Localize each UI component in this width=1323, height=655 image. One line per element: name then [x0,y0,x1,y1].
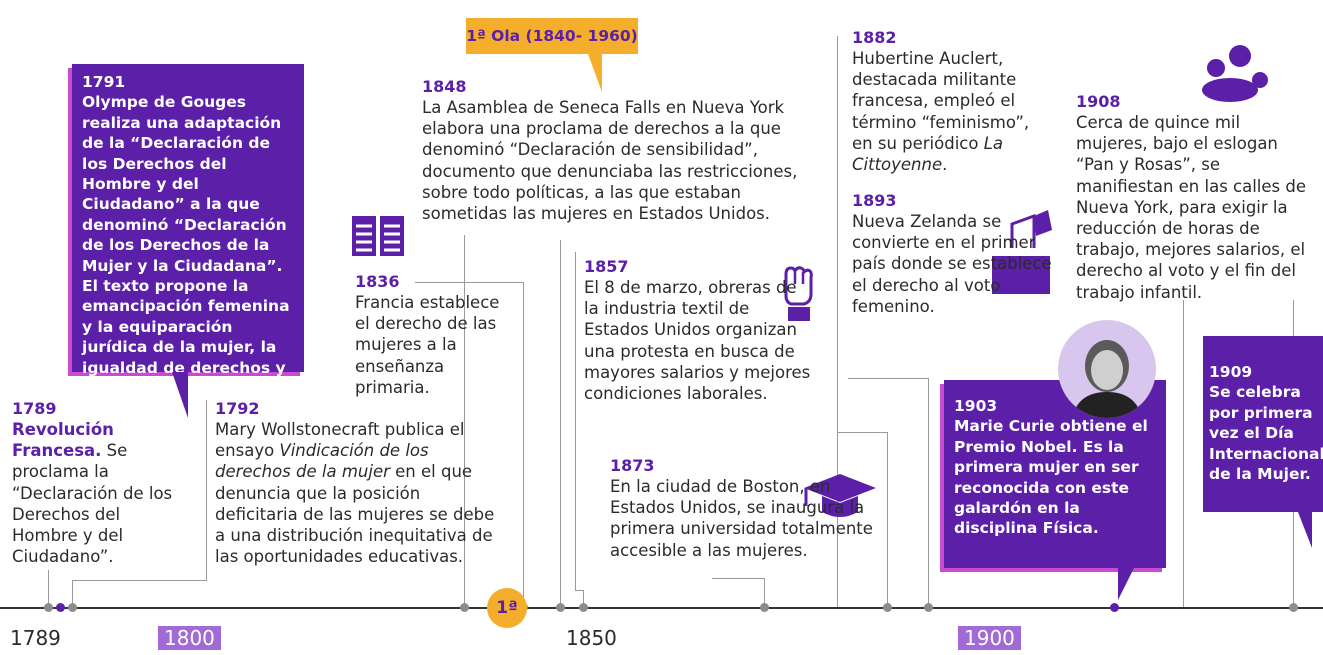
wave-banner: 1ª Ola (1840- 1960) [466,18,638,54]
axis-label-1800: 1800 [158,626,221,650]
event-1873: 1873 En la ciudad de Boston, en Estados … [610,456,880,561]
book-icon [350,212,406,264]
timeline-axis [0,607,1323,609]
axis-dot [1289,603,1298,612]
connector-1848 [464,235,465,608]
event-1789: 1789 Revolución Francesa. Se proclama la… [12,399,174,567]
box-pointer [172,372,188,418]
event-1792: 1792 Mary Wollstonecraft publica el ensa… [215,399,505,567]
connector-1792 [72,580,207,609]
event-1909-box: 1909 Se celebra por primera vez el Día I… [1203,336,1323,512]
event-text: en el que denuncia que la posición defic… [215,462,495,567]
axis-dot [68,603,77,612]
event-year: 1908 [1076,92,1121,111]
event-text: Se proclama la “Declaración de los Derec… [12,441,173,567]
connector-1857 [560,240,561,608]
event-text: Se celebra por primera vez el Día Intern… [1209,383,1323,484]
connector-1882 [837,36,888,608]
event-text: Mary Wollstonecraft publica el ensayo [215,420,465,461]
axis-dot [1110,603,1119,612]
marie-curie-portrait [1058,320,1156,418]
event-text: Francia establece el derecho de las muje… [355,293,500,397]
axis-dot [579,603,588,612]
event-text: Olympe de Gouges realiza una adaptación … [82,93,290,398]
axis-dot [924,603,933,612]
bread-and-roses-icon [1196,44,1276,110]
event-text: Marie Curie obtiene el Premio Nobel. Es … [954,417,1148,538]
event-1893: 1893 Nueva Zelanda se convierte en el pr… [852,191,1052,317]
event-year: 1848 [422,77,467,96]
event-1836: 1836 Francia establece el derecho de las… [355,272,510,398]
event-year: 1882 [852,28,897,47]
event-year: 1909 [1209,363,1253,381]
event-year: 1789 [12,399,57,418]
axis-dot [460,603,469,612]
event-year: 1873 [610,456,655,475]
event-text: El 8 de marzo, obreras de la industria t… [584,278,811,404]
event-text: La Asamblea de Seneca Falls en Nueva Yor… [422,98,798,224]
event-text: Nueva Zelanda se convierte en el primer … [852,212,1052,316]
event-1882: 1882 Hubertine Auclert, destacada milita… [852,28,1042,175]
connector-1789 [48,570,49,608]
ballot-box-icon [990,210,1056,300]
connector-1792-v [206,400,207,580]
event-1791-box: 1791 Olympe de Gouges realiza una adapta… [72,64,304,397]
event-year: 1792 [215,399,260,418]
event-text: Cerca de quince mil mujeres, bajo el esl… [1076,113,1307,302]
event-text: Hubertine Auclert, destacada militante f… [852,49,1030,153]
box-pointer [1298,512,1312,548]
event-italic: La Cittoyenne [852,133,1004,175]
axis-label-1900: 1900 [958,626,1021,650]
axis-dot [556,603,565,612]
event-year: 1836 [355,272,400,291]
axis-dot [56,603,65,612]
event-year: 1893 [852,191,897,210]
raised-fist-icon [780,264,816,330]
wave-banner-pointer [588,54,602,92]
event-year: 1791 [82,73,126,91]
connector-1857-c [583,590,584,608]
axis-dot [44,603,53,612]
axis-dot [760,603,769,612]
event-1857: 1857 El 8 de marzo, obreras de la indust… [584,257,814,404]
event-text: En la ciudad de Boston, en Estados Unido… [610,477,873,560]
event-year: 1857 [584,257,629,276]
connector-1882-b [837,432,888,609]
axis-label-1789: 1789 [10,626,61,650]
event-1908: 1908 Cerca de quince mil mujeres, bajo e… [1076,92,1310,303]
axis-label-1850: 1850 [566,626,617,650]
graduation-cap-icon [800,470,878,526]
event-1848: 1848 La Asamblea de Seneca Falls en Nuev… [422,77,807,224]
event-italic: Vindicación de los derechos de la mujer [215,441,429,482]
connector-1857-b [575,252,584,591]
wave-marker: 1ª [487,588,527,628]
event-year: 1903 [954,397,998,415]
axis-dot [883,603,892,612]
connector-1908 [1183,300,1184,608]
box-pointer [1118,568,1134,600]
connector-1873 [712,578,765,609]
connector-1893 [848,378,929,609]
connector-1836 [415,282,524,609]
event-text: . [942,155,948,175]
event-title: Revolución Francesa. [12,420,114,461]
